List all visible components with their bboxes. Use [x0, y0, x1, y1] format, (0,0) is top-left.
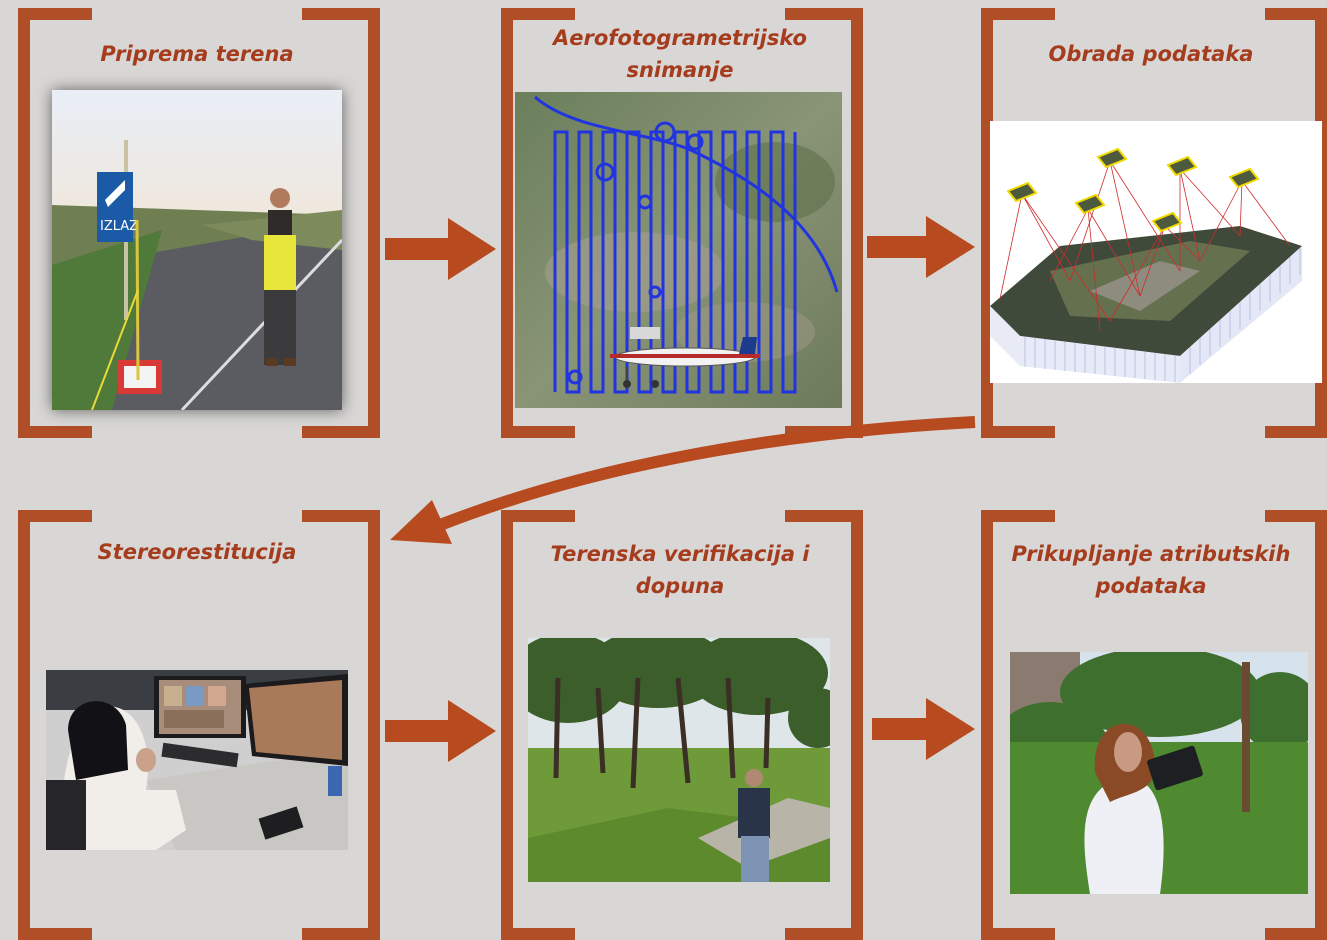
arrow-step3-to-step4 — [390, 416, 976, 544]
step-5-panel: Terenska verifikacija i dopuna — [495, 510, 865, 940]
step-3-panel: Obrada podataka — [975, 8, 1327, 438]
step-1-panel: Priprema terena IZLAZ — [12, 8, 382, 438]
step-1-bracket-frame — [18, 8, 380, 438]
arrow-step4-to-step5 — [385, 700, 496, 762]
arrow-step2-to-step3 — [867, 216, 975, 278]
step-5-title: Terenska verifikacija i dopuna — [550, 542, 810, 598]
attribute-collection-photo — [1010, 652, 1308, 894]
photogrammetry-processing-image — [990, 121, 1322, 383]
step-6-title: Prikupljanje atributskih podataka — [1011, 542, 1291, 598]
step-4-panel: Stereorestitucija — [12, 510, 382, 940]
arrow-step1-to-step2 — [385, 218, 496, 280]
step-4-title: Stereorestitucija — [97, 540, 297, 564]
step-3-title: Obrada podataka — [1048, 42, 1254, 66]
road-sign-text: IZLAZ — [100, 219, 138, 234]
step-2-title: Aerofotogrametrijsko snimanje — [553, 26, 807, 82]
step-2-panel: Aerofotogrametrijsko snimanje — [495, 8, 865, 438]
step-6-panel: Prikupljanje atributskih podataka — [975, 510, 1327, 940]
aerial-survey-flight-lines-image — [515, 92, 842, 408]
stereorestitution-workstation-photo — [46, 670, 348, 850]
field-verification-photo — [528, 638, 830, 882]
field-preparation-photo: IZLAZ — [52, 90, 342, 410]
airplane-icon — [610, 327, 760, 388]
step-1-title: Priprema terena — [100, 42, 294, 66]
arrow-step5-to-step6 — [872, 698, 975, 760]
